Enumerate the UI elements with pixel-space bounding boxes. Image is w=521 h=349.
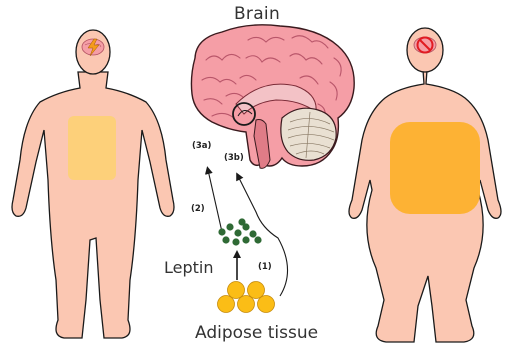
step-3a-label: (3a)	[192, 141, 211, 151]
brain-illustration	[191, 25, 354, 168]
step-2-label: (2)	[191, 204, 205, 214]
adipocytes	[218, 282, 275, 313]
adipose-tissue-label: Adipose tissue	[195, 323, 318, 343]
obese-fat-tissue	[390, 122, 480, 214]
arrow-step-2	[208, 170, 222, 232]
brain-label: Brain	[212, 4, 302, 24]
step-1-label: (1)	[258, 262, 272, 272]
arrow-step-1-3b	[238, 176, 288, 296]
step-3b-label: (3b)	[224, 153, 244, 163]
lean-figure	[12, 30, 174, 338]
lean-fat-tissue	[68, 116, 116, 180]
leptin-label: Leptin	[164, 258, 214, 277]
leptin-molecules	[218, 218, 261, 245]
